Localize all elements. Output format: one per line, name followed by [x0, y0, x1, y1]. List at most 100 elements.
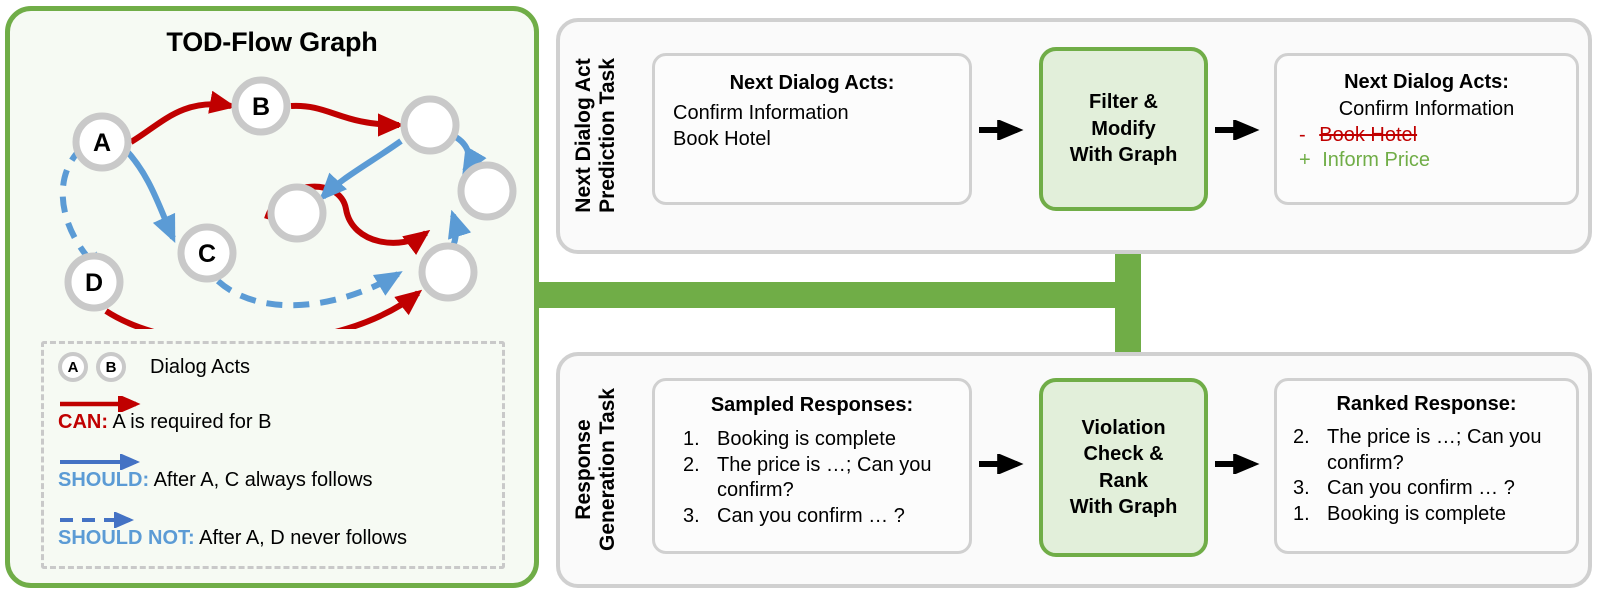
list-item: 2. The price is …; Can you confirm?: [1293, 425, 1563, 476]
legend-text-can: CAN: A is required for B: [58, 411, 271, 433]
list-item: 3. Can you confirm … ?: [683, 504, 967, 530]
list-item-text: The price is …; Can you confirm?: [717, 453, 932, 502]
edge-shouldnot-a-d: [59, 145, 110, 279]
list-item-text: The price is …; Can you confirm?: [1327, 426, 1542, 474]
sampled-responses-title: Sampled Responses:: [710, 394, 914, 416]
list-item-index: 1.: [683, 428, 700, 450]
panel-top-side-label-line1: Next Dialog Act: [571, 58, 595, 214]
graph-node-label-c: C: [198, 240, 216, 268]
input-title: Next Dialog Acts:: [729, 72, 895, 94]
output-line-keep: Confirm Information: [1338, 98, 1515, 120]
legend-label-dialog-acts: Dialog Acts: [150, 355, 251, 378]
list-item-text: Booking is complete: [1327, 502, 1506, 525]
edge-can-a-b: [129, 90, 237, 145]
arrow-input-to-process-top: [979, 120, 1024, 140]
next-dialog-acts-input-box: Next Dialog Acts: Confirm Information Bo…: [652, 53, 972, 205]
violation-check-rank-with-graph-box[interactable]: Violation Check & Rank With Graph: [1039, 378, 1208, 557]
list-item: 1. Booking is complete: [1293, 502, 1563, 528]
sampled-responses-list: 1. Booking is complete 2. The price is ……: [683, 427, 967, 529]
response-generation-panel: Response Generation Task Sampled Respons…: [556, 352, 1592, 588]
legend-text-should: SHOULD: After A, C always follows: [58, 469, 373, 491]
filter-modify-with-graph-box[interactable]: Filter & Modify With Graph: [1039, 47, 1208, 211]
legend-row-should: SHOULD: After A, C always follows: [58, 454, 373, 491]
minus-sign: -: [1299, 123, 1306, 146]
legend-node-a: A: [58, 352, 88, 382]
graph-node-c[interactable]: [177, 223, 237, 283]
list-item-index: 2.: [683, 453, 700, 476]
process-bottom-line2: Check &: [1083, 443, 1164, 466]
output-line-removed: Book Hotel: [1319, 123, 1418, 146]
legend-text-should-not: SHOULD NOT: After A, D never follows: [58, 527, 407, 549]
list-item: 1. Booking is complete: [683, 427, 967, 453]
legend-desc-should-not: After A, D never follows: [194, 527, 407, 549]
process-bottom-line1: Violation: [1081, 416, 1166, 439]
edge-can-b-n1: [290, 102, 405, 137]
panel-top-side-label-line2: Prediction Task: [595, 58, 619, 214]
sampled-responses-input-box: Sampled Responses: 1. Booking is complet…: [652, 378, 972, 554]
legend-row-should-not: SHOULD NOT: After A, D never follows: [58, 512, 407, 549]
ranked-response-list: 2. The price is …; Can you confirm? 3. C…: [1293, 425, 1563, 527]
ranked-response-output-box: Ranked Response: 2. The price is …; Can …: [1274, 378, 1579, 554]
graph-node-label-d: D: [85, 269, 103, 297]
list-item-index: 2.: [1293, 426, 1310, 448]
graph-nodes: A B C D: [64, 76, 517, 312]
panel-bottom-side-label: Response Generation Task: [562, 356, 628, 584]
process-top-line1: Filter &: [1089, 91, 1158, 114]
input-line-2: Book Hotel: [673, 127, 771, 150]
graph-node-unlabeled-3[interactable]: [457, 161, 517, 221]
edge-shouldnot-c-n4: [215, 271, 403, 309]
edge-should-n1-n3: [452, 133, 487, 176]
graph-node-unlabeled-4[interactable]: [418, 242, 478, 302]
next-dialog-acts-output-box: Next Dialog Acts: Confirm Information - …: [1274, 53, 1579, 205]
graph-node-label-a: A: [93, 129, 111, 157]
legend-row-can: CAN: A is required for B: [58, 396, 271, 433]
legend-key-should-not: SHOULD NOT:: [58, 527, 195, 549]
panel-bottom-side-label-line2: Generation Task: [595, 388, 618, 552]
plus-sign: +: [1299, 149, 1311, 172]
blue-dashed-arrow-icon: [60, 512, 134, 528]
edge-should-n1-n2: [319, 138, 403, 202]
page-title: TOD-Flow Graph: [166, 27, 378, 57]
legend-key-should: SHOULD:: [58, 469, 150, 491]
input-line-1: Confirm Information: [673, 102, 849, 124]
legend-node-b: B: [96, 352, 126, 382]
process-top-line3: With Graph: [1069, 144, 1178, 167]
output-line-removed-row: - Book Hotel: [1299, 123, 1576, 149]
tod-flow-graph-panel: TOD-Flow Graph: [5, 6, 539, 588]
legend-desc-can: A is required for B: [108, 411, 272, 433]
legend-key-can: CAN:: [58, 411, 108, 433]
blue-solid-arrow-icon: [60, 454, 140, 470]
process-bottom-line3: Rank: [1099, 469, 1148, 492]
red-solid-arrow-icon: [60, 396, 141, 412]
graph-node-b[interactable]: [231, 76, 291, 136]
arrow-process-to-output-bottom: [1215, 454, 1260, 474]
graph-node-a[interactable]: [72, 112, 132, 172]
list-item-text: Booking is complete: [717, 428, 896, 450]
graph-node-unlabeled-2[interactable]: [267, 183, 327, 243]
process-top-line2: Modify: [1091, 117, 1156, 140]
list-item-index: 3.: [683, 504, 700, 527]
graph-node-label-b: B: [252, 93, 270, 121]
edge-should-a-c: [120, 144, 176, 244]
arrow-process-to-output-top: [1215, 120, 1260, 140]
next-dialog-act-prediction-panel: Next Dialog Act Prediction Task Next Dia…: [556, 18, 1592, 254]
graph-legend: A B Dialog Acts CAN: A is required for B…: [41, 341, 505, 569]
panel-bottom-side-label-line1: Response: [571, 419, 595, 521]
legend-row-dialog-acts: A B Dialog Acts: [58, 352, 250, 382]
list-item-index: 1.: [1293, 502, 1310, 525]
list-item-index: 3.: [1293, 477, 1310, 500]
edge-can-d-n4: [104, 289, 423, 329]
arrow-input-to-process-bottom: [979, 454, 1024, 474]
panel-top-side-label: Next Dialog Act Prediction Task: [562, 22, 628, 250]
list-item: 3. Can you confirm … ?: [1293, 476, 1563, 502]
list-item-text: Can you confirm … ?: [717, 504, 905, 527]
legend-desc-should: After A, C always follows: [149, 469, 373, 491]
tod-flow-graph-diagram: A B C D: [59, 76, 517, 329]
output-title: Next Dialog Acts:: [1344, 71, 1509, 93]
graph-node-d[interactable]: [64, 252, 124, 312]
ranked-response-title: Ranked Response:: [1336, 393, 1517, 415]
graph-node-unlabeled-1[interactable]: [400, 95, 460, 155]
output-line-added-row: + Inform Price: [1299, 148, 1576, 174]
process-bottom-line4: With Graph: [1069, 495, 1178, 518]
list-item: 2. The price is …; Can you confirm?: [683, 453, 967, 504]
